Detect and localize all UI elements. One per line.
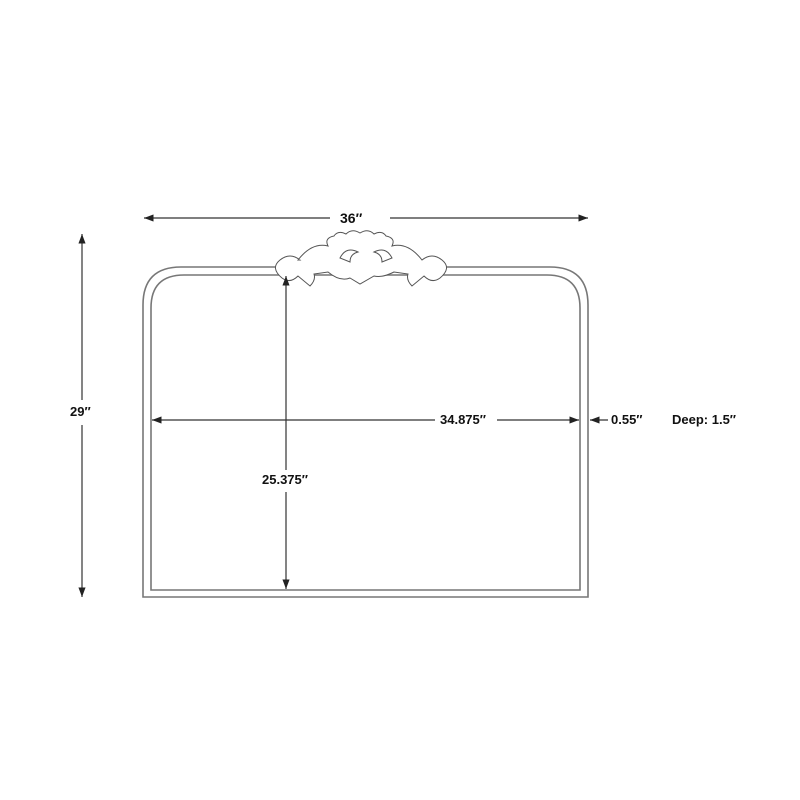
depth-label: Deep: 1.5″ (672, 412, 737, 428)
mirror-inner-frame (150, 274, 581, 591)
mirror-outer-frame (142, 266, 589, 598)
crest-ornament (275, 230, 447, 287)
overall-height-label: 29″ (70, 404, 91, 420)
inner-height-label: 25.375″ (262, 472, 308, 488)
inner-width-label: 34.875″ (440, 412, 486, 428)
overall-width-label: 36″ (340, 210, 363, 226)
frame-thickness-label: 0.55″ (611, 412, 643, 428)
